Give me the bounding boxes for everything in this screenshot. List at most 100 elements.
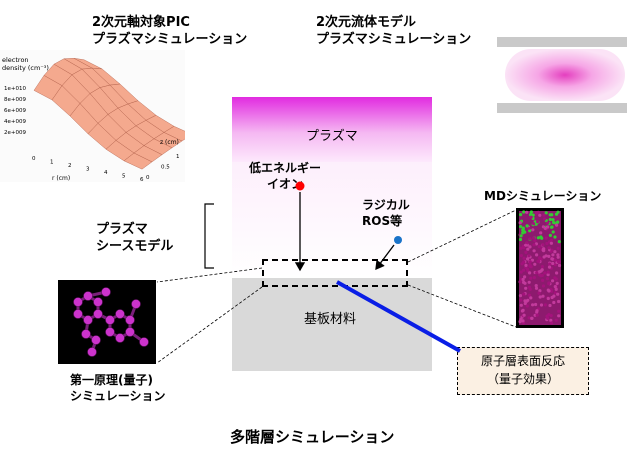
pic-title-line2: プラズマシミュレーション	[92, 32, 248, 47]
surface-reaction-box: 原子層表面反応 （量子効果）	[457, 347, 589, 395]
md-atom	[541, 294, 545, 298]
md-atom	[547, 246, 551, 250]
md-atom	[536, 236, 540, 240]
md-atom	[528, 264, 532, 268]
md-atom	[525, 224, 529, 228]
md-atom	[546, 225, 550, 229]
md-atom	[526, 247, 530, 251]
md-atom	[522, 280, 526, 284]
md-atom	[535, 271, 539, 275]
pic-title: 2次元軸対象PIC プラズマシミュレーション	[92, 14, 247, 48]
md-atom	[536, 220, 540, 224]
md-atom	[538, 289, 542, 293]
md-atom	[529, 215, 533, 219]
md-atom	[522, 260, 526, 264]
md-atom	[551, 230, 555, 234]
first-principles-title: 第一原理(量子) シミュレーション	[70, 372, 166, 404]
md-atom	[524, 263, 528, 267]
molecule-atom	[125, 315, 135, 325]
md-atom	[525, 267, 529, 271]
mol-connector-bottom	[156, 286, 263, 364]
md-atom	[547, 254, 551, 258]
molecule-atom	[87, 347, 97, 357]
md-atom	[548, 262, 552, 266]
md-atom	[554, 318, 558, 322]
pic-title-line1: 2次元軸対象PIC	[92, 15, 190, 30]
molecule-atom	[81, 329, 91, 339]
md-atom	[535, 309, 539, 313]
z-tick-label: 6e+009	[4, 108, 26, 114]
md-atom	[539, 274, 543, 278]
md-atom	[557, 299, 561, 304]
md-atom	[541, 284, 546, 288]
md-atom	[553, 263, 557, 267]
md-atom	[530, 316, 534, 320]
md-atom	[519, 225, 523, 229]
fluid-title-line2: プラズマシミュレーション	[316, 32, 472, 47]
plasma-label: プラズマ	[306, 129, 358, 144]
md-atom	[522, 256, 526, 260]
md-atom	[550, 225, 554, 229]
radical-label: ラジカル ROS等	[362, 197, 410, 229]
md-atom	[521, 277, 525, 282]
y-tick-label: 1	[176, 154, 180, 160]
sheath-model-label: プラズマ シースモデル	[96, 221, 173, 255]
sheath-bracket	[204, 203, 214, 269]
x-tick-label: 6	[140, 177, 144, 182]
md-atom	[527, 280, 531, 284]
electron-density-chart: electron density (cm⁻³) 1e+0108e+0096e+0…	[0, 50, 185, 182]
md-simulation-image	[516, 208, 564, 328]
md-atom	[532, 276, 536, 280]
md-atom	[553, 285, 557, 289]
md-atom	[530, 258, 534, 262]
md-atom	[535, 253, 539, 257]
md-atom	[519, 234, 523, 238]
md-atom	[548, 233, 552, 237]
md-atom	[534, 286, 539, 290]
md-atom	[518, 294, 523, 298]
md-atom	[556, 246, 560, 250]
y-tick-label: 0.5	[161, 165, 170, 171]
md-atom	[548, 303, 552, 308]
md-atom	[548, 217, 552, 222]
z-tick-label: 1e+010	[4, 86, 26, 92]
md-atom	[546, 221, 550, 225]
md-atom	[529, 276, 533, 280]
radical-label-line1: ラジカル	[362, 198, 410, 212]
molecule-atom	[115, 309, 125, 319]
md-atom	[538, 213, 542, 217]
md-atom	[554, 277, 558, 281]
molecule-image	[58, 280, 156, 364]
md-atom	[543, 271, 547, 275]
md-atom	[555, 271, 559, 275]
substrate-label: 基板材料	[304, 312, 357, 327]
md-atom	[539, 235, 543, 239]
md-atom	[536, 210, 540, 214]
md-atom	[550, 248, 554, 252]
md-atom	[553, 250, 557, 254]
md-atom	[553, 291, 557, 295]
md-atom	[552, 300, 556, 305]
md-atom	[555, 221, 559, 225]
molecule-atom	[105, 315, 115, 325]
md-atom	[519, 303, 523, 307]
molecule-atom	[73, 309, 83, 319]
md-atom	[522, 268, 526, 272]
md-atom	[540, 268, 544, 272]
md-atom	[545, 277, 550, 281]
molecule-atom	[139, 337, 149, 347]
z-tick-label: 2e+009	[4, 130, 26, 136]
md-atom	[537, 291, 541, 295]
md-atom	[528, 245, 532, 249]
surface-patch	[123, 152, 153, 170]
md-atom	[543, 217, 547, 221]
md-atom	[547, 313, 551, 317]
x-tick-label: 1	[50, 160, 54, 166]
md-atom	[552, 220, 556, 225]
md-atom	[518, 280, 522, 284]
fluid-top-wall	[497, 37, 627, 47]
md-atom	[556, 253, 560, 257]
md-atom	[529, 296, 533, 300]
md-atom	[519, 254, 523, 258]
molecule-atom	[131, 299, 141, 309]
